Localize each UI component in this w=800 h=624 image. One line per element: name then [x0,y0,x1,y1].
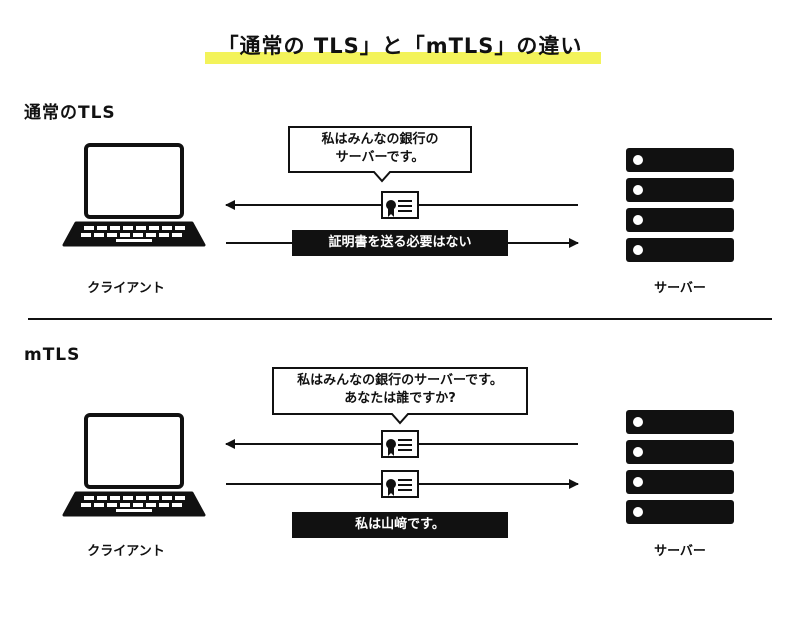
section-heading-mtls: mTLS [24,345,81,365]
section-divider [28,318,772,320]
certificate-icon [381,191,419,219]
client-label: クライアント [87,544,165,559]
bubble-line: 私はみんなの銀行のサーバーです。 [297,373,503,388]
page-title: 「通常の TLS」と「mTLS」の違い [217,34,583,58]
laptop-icon [62,413,206,517]
server-icon [626,410,734,524]
title-highlight [205,52,601,64]
request-label: 証明書を送る必要はない [292,230,508,256]
server-label: サーバー [654,281,706,296]
bubble-line: あなたは誰ですか? [344,391,456,406]
client-label: クライアント [87,281,165,296]
bubble-line: サーバーです。 [335,150,425,165]
speech-bubble [272,367,528,425]
request-label: 私は山﨑です。 [292,512,508,538]
server-icon [626,148,734,262]
speech-bubble [288,126,472,183]
server-label: サーバー [654,544,706,559]
section-heading-tls: 通常のTLS [24,103,116,123]
bubble-line: 私はみんなの銀行の [321,132,439,147]
certificate-icon [381,470,419,498]
bubble-text: 私はみんなの銀行のサーバーです。 あなたは誰ですか? [273,372,527,408]
laptop-icon [62,143,206,247]
bubble-text: 私はみんなの銀行の サーバーです。 [289,131,471,167]
certificate-icon [381,430,419,458]
